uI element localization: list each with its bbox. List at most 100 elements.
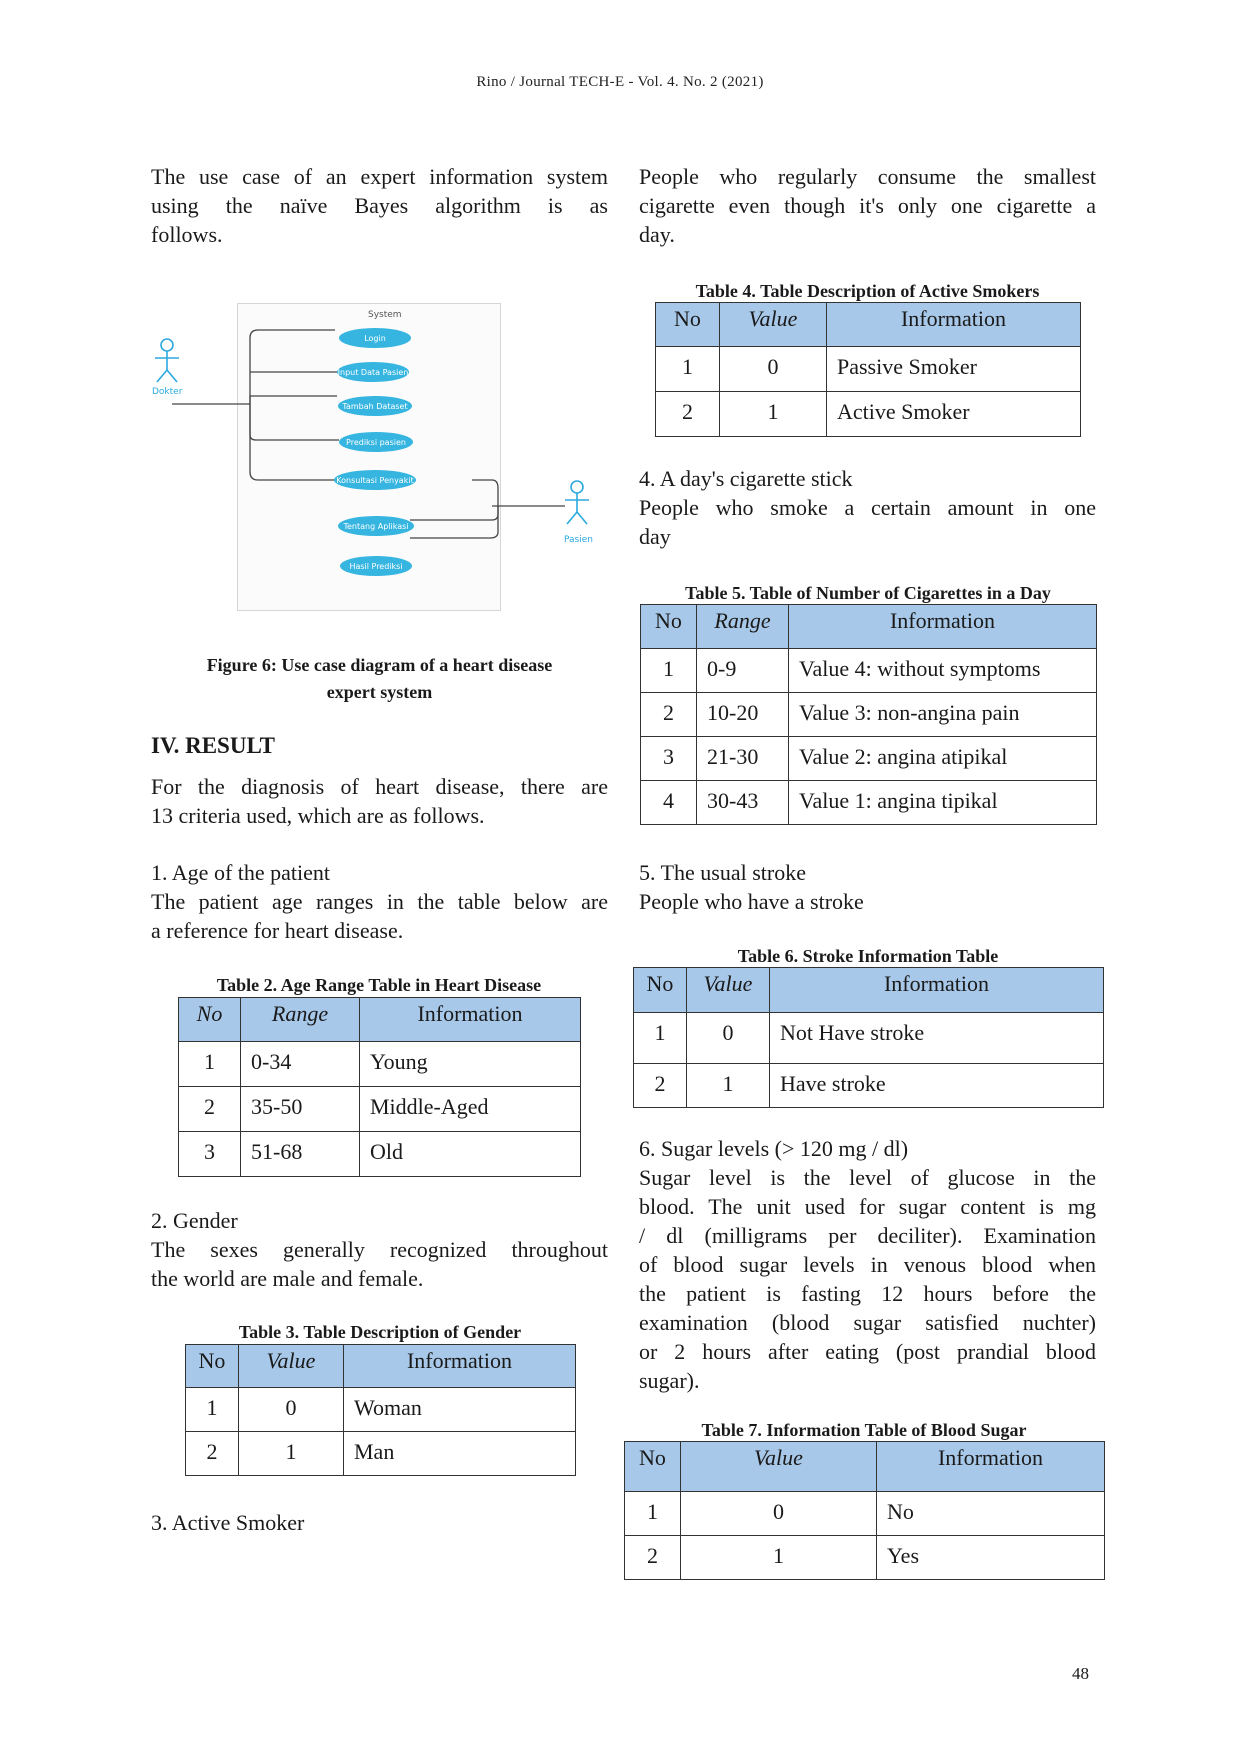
item5-text: People who have a stroke	[639, 889, 864, 914]
item5-title: 5. The usual stroke	[639, 860, 807, 885]
table-row: 4 30-43 Value 1: angina tipikal	[640, 780, 1097, 825]
figure-caption-line: Figure 6: Use case diagram of a heart di…	[206, 655, 553, 675]
table-cell: 1	[633, 1012, 687, 1064]
item6-line: of blood sugar levels in venous blood wh…	[639, 1252, 1096, 1277]
running-head: Rino / Journal TECH-E - Vol. 4. No. 2 (2…	[476, 74, 764, 90]
table-header-cell: Value	[686, 967, 770, 1013]
item1-title: 1. Age of the patient	[151, 860, 331, 885]
table-row: 3 21-30 Value 2: angina atipikal	[640, 736, 1097, 781]
table-cell: 1	[686, 1063, 770, 1108]
table-cell: Man	[343, 1431, 576, 1476]
table-cell: 0-9	[696, 648, 789, 693]
table-cell: 2	[633, 1063, 687, 1108]
table-cell: 2	[178, 1086, 241, 1132]
item2-line: the world are male and female.	[151, 1266, 424, 1291]
table2-caption: Table 2. Age Range Table in Heart Diseas…	[216, 975, 542, 995]
section-heading: IV. RESULT	[151, 733, 276, 758]
table6-caption: Table 6. Stroke Information Table	[737, 946, 999, 966]
table-header-cell: Range	[696, 604, 789, 649]
table5-header-row: No Range Information	[640, 604, 1097, 649]
table-cell: 0	[719, 346, 827, 392]
table-cell: Woman	[343, 1387, 576, 1432]
intro-line: The use case of an expert information sy…	[151, 164, 608, 189]
item6-line: / dl (milligrams per deciliter). Examina…	[639, 1223, 1096, 1248]
use-case-predict	[339, 432, 413, 452]
table-row: 1 0 Passive Smoker	[655, 346, 1081, 392]
table-header-cell: Value	[680, 1441, 877, 1492]
use-case-input-data	[337, 362, 409, 382]
table-header-cell: Information	[769, 967, 1104, 1013]
table-cell: 1	[640, 648, 697, 693]
table-header-cell: Information	[343, 1344, 576, 1388]
table-row: 2 1 Yes	[624, 1535, 1105, 1580]
table-cell: 1	[624, 1491, 681, 1536]
item4-paragraph: People who smoke a certain amount in one…	[639, 493, 1096, 551]
table-header-cell: Range	[240, 997, 360, 1042]
item6-line: blood. The unit used for sugar content i…	[639, 1194, 1096, 1219]
table-cell: 1	[178, 1041, 241, 1087]
item4-line: day	[639, 524, 671, 549]
table-cell: Have stroke	[769, 1063, 1104, 1108]
actor-patient-icon	[565, 480, 589, 525]
table-cell: 1	[680, 1535, 877, 1580]
table-cell: 35-50	[240, 1086, 360, 1132]
table-cell: Value 1: angina tipikal	[788, 780, 1097, 825]
use-case-label: Hasil Prediksi	[349, 562, 402, 571]
table-cell: 3	[178, 1131, 241, 1177]
table3: No Value Information 1 0 Woman 2 1 Man	[185, 1344, 576, 1476]
item1-line: The patient age ranges in the table belo…	[151, 889, 608, 914]
use-case-add-dataset	[338, 396, 412, 416]
table-cell: 0	[680, 1491, 877, 1536]
table-cell: Value 2: angina atipikal	[788, 736, 1097, 781]
intro-line: using the naïve Bayes algorithm is as	[151, 193, 608, 218]
table-header-cell: Information	[876, 1441, 1105, 1492]
table6-header-row: No Value Information	[633, 967, 1104, 1013]
use-case-label: Input Data Pasien	[338, 368, 409, 377]
table-row: 1 0-34 Young	[178, 1041, 581, 1087]
table-cell: 30-43	[696, 780, 789, 825]
table4: No Value Information 1 0 Passive Smoker …	[655, 302, 1081, 437]
table2-header-row: No Range Information	[178, 997, 581, 1042]
table-header-cell: Value	[238, 1344, 344, 1388]
table-cell: 2	[640, 692, 697, 737]
use-case-consult	[334, 470, 416, 490]
table-row: 3 51-68 Old	[178, 1131, 581, 1177]
item6-line: the patient is fasting 12 hours before t…	[639, 1281, 1096, 1306]
system-label: System	[368, 310, 402, 320]
table-header-cell: No	[640, 604, 697, 649]
table-cell: 0-34	[240, 1041, 360, 1087]
actor-doctor-icon	[155, 338, 179, 383]
result-line: For the diagnosis of heart disease, ther…	[151, 774, 608, 799]
table-row: 1 0 Not Have stroke	[633, 1012, 1104, 1064]
smoker-line: People who regularly consume the smalles…	[639, 164, 1096, 189]
table-header-cell: Information	[359, 997, 581, 1042]
intro-line: follows.	[151, 222, 223, 247]
intro-paragraph: The use case of an expert information sy…	[151, 162, 608, 249]
use-case-label: Prediksi pasien	[346, 438, 406, 447]
item4-title: 4. A day's cigarette stick	[639, 466, 853, 491]
item6-title: 6. Sugar levels (> 120 mg / dl)	[639, 1136, 909, 1161]
table7-caption: Table 7. Information Table of Blood Suga…	[701, 1420, 1027, 1440]
use-case-about	[338, 516, 414, 536]
item6-paragraph: Sugar level is the level of glucose in t…	[639, 1163, 1096, 1395]
table-header-cell: No	[655, 302, 720, 347]
table-cell: Value 3: non-angina pain	[788, 692, 1097, 737]
smoker-paragraph: People who regularly consume the smalles…	[639, 162, 1096, 249]
use-case-label: Konsultasi Penyakit	[336, 476, 413, 485]
table2: No Range Information 1 0-34 Young 2 35-5…	[178, 997, 581, 1177]
table4-caption: Table 4. Table Description of Active Smo…	[695, 281, 1040, 301]
figure-caption-line: expert system	[326, 682, 433, 702]
figure-caption: Figure 6: Use case diagram of a heart di…	[151, 655, 608, 703]
use-case-login	[339, 328, 411, 348]
table-row: 1 0-9 Value 4: without symptoms	[640, 648, 1097, 693]
use-case-diagram: System Dokter Pasien Login Input Data Pa…	[152, 310, 593, 576]
result-line: 13 criteria used, which are as follows.	[151, 803, 485, 828]
item6-line: examination (blood sugar satisfied nucht…	[639, 1310, 1096, 1335]
item1-paragraph: The patient age ranges in the table belo…	[151, 887, 608, 945]
table-cell: 2	[655, 391, 720, 437]
table-row: 2 35-50 Middle-Aged	[178, 1086, 581, 1132]
item1-line: a reference for heart disease.	[151, 918, 404, 943]
table-cell: Active Smoker	[826, 391, 1081, 437]
table-header-cell: Information	[788, 604, 1097, 649]
table-cell: Old	[359, 1131, 581, 1177]
